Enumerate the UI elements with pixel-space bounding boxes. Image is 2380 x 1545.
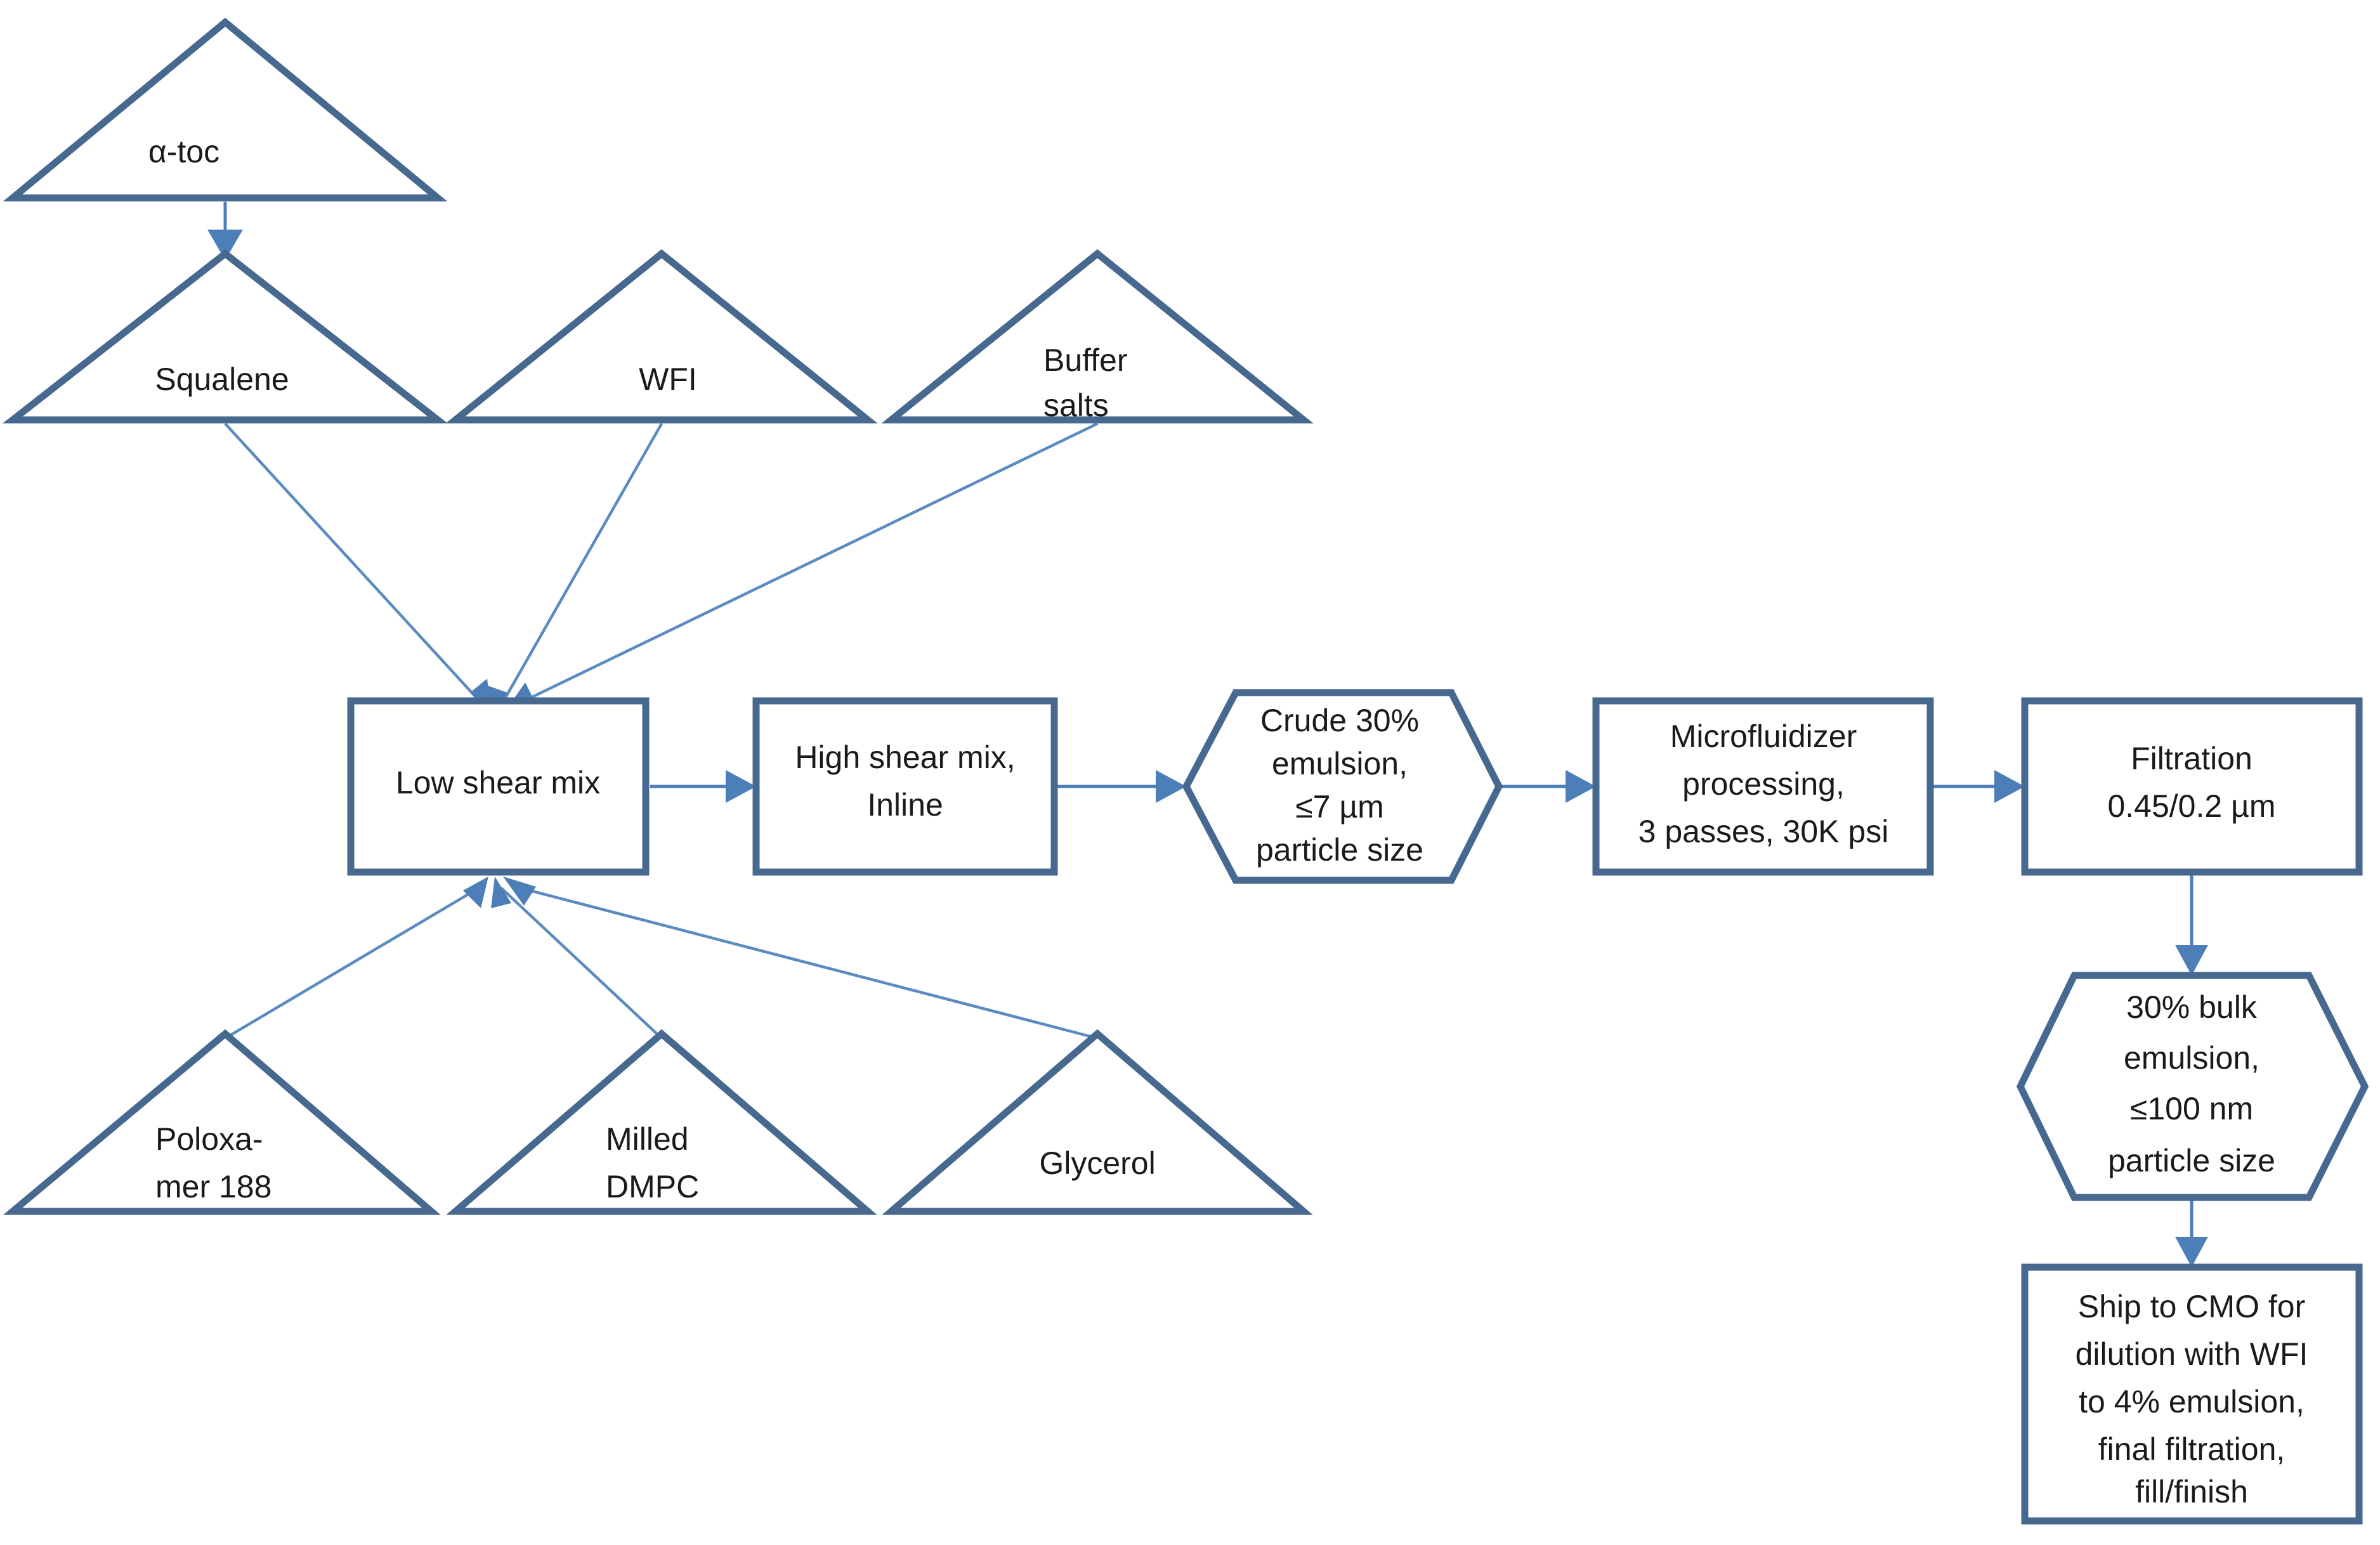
triangle-glycerol[interactable]: Glycerol <box>882 1029 1313 1215</box>
connector-bulk-emulsion-to-ship-to-cmo <box>2175 1192 2208 1267</box>
triangle-milled-dmpc-label-line-2: DMPC <box>606 1169 699 1204</box>
process-box-high-shear-mix-label-line-2: Inline <box>867 787 943 823</box>
hexagon-bulk-emulsion[interactable]: 30% bulk emulsion, ≤100 nm particle size <box>2016 972 2369 1201</box>
triangle-wfi-label: WFI <box>639 362 697 397</box>
triangle-squalene-label: Squalene <box>155 362 289 397</box>
process-box-filtration-label-line-1: Filtration <box>2131 741 2252 776</box>
connector-wfi-to-low-shear-mix <box>486 422 663 715</box>
triangle-buffer-salts-label-line-2: salts <box>1043 388 1109 423</box>
connector-milled-dmpc-to-low-shear-mix <box>491 877 663 1040</box>
connector-high-shear-to-crude-emulsion <box>1055 770 1186 803</box>
connector-crude-emulsion-to-microfluidizer <box>1499 770 1596 803</box>
process-box-ship-to-cmo-label-line-1: Ship to CMO for <box>2078 1289 2305 1324</box>
process-box-filtration-label-line-2: 0.45/0.2 µm <box>2107 788 2275 824</box>
triangle-buffer-salts[interactable]: Buffer salts <box>881 249 1314 424</box>
triangle-alpha-toc-label: α-toc <box>148 134 219 169</box>
process-box-ship-to-cmo[interactable]: Ship to CMO for dilution with WFI to 4% … <box>2021 1263 2363 1525</box>
triangle-alpha-toc[interactable]: α-toc <box>3 17 448 202</box>
hexagon-crude-emulsion-label-line-2: emulsion, <box>1272 746 1408 781</box>
hexagon-bulk-emulsion-label-line-3: ≤100 nm <box>2130 1091 2253 1126</box>
process-box-microfluidizer-label-line-3: 3 passes, 30K psi <box>1638 814 1889 849</box>
connector-squalene-to-low-shear-mix <box>224 422 492 715</box>
triangle-buffer-salts-label-line-1: Buffer <box>1043 342 1128 378</box>
triangle-squalene[interactable]: Squalene <box>3 249 448 424</box>
connector-poloxamer-to-low-shear-mix <box>224 877 488 1040</box>
process-box-ship-to-cmo-label-line-4: final filtration, <box>2098 1431 2285 1467</box>
connector-filtration-to-bulk-emulsion <box>2175 869 2208 975</box>
triangle-poloxamer-188-label-line-1: Poloxa- <box>155 1121 263 1157</box>
triangle-milled-dmpc[interactable]: Milled DMPC <box>446 1029 877 1215</box>
connector-glycerol-to-low-shear-mix <box>503 877 1098 1040</box>
hexagon-crude-emulsion-label-line-3: ≤7 µm <box>1295 789 1384 825</box>
process-box-ship-to-cmo-label-line-5: fill/finish <box>2135 1474 2248 1509</box>
process-box-high-shear-mix[interactable]: High shear mix, Inline <box>752 697 1058 876</box>
process-box-low-shear-mix[interactable]: Low shear mix <box>347 697 650 876</box>
hexagon-crude-emulsion-label-line-4: particle size <box>1256 832 1423 868</box>
process-box-low-shear-mix-label: Low shear mix <box>396 765 600 800</box>
connector-microfluidizer-to-filtration <box>1930 770 2025 803</box>
hexagon-crude-emulsion[interactable]: Crude 30% emulsion, ≤7 µm particle size <box>1182 689 1503 884</box>
process-box-high-shear-mix-label-line-1: High shear mix, <box>795 740 1015 775</box>
hexagon-bulk-emulsion-label-line-1: 30% bulk <box>2126 989 2258 1025</box>
connector-buffer-salts-to-low-shear-mix <box>503 422 1098 714</box>
triangle-poloxamer-188-label-line-2: mer 188 <box>155 1169 271 1204</box>
process-box-microfluidizer-label-line-2: processing, <box>1682 766 1845 802</box>
process-box-microfluidizer[interactable]: Microfluidizer processing, 3 passes, 30K… <box>1592 697 1934 876</box>
connector-alpha-toc-to-squalene <box>207 202 243 260</box>
process-box-filtration[interactable]: Filtration 0.45/0.2 µm <box>2021 697 2363 876</box>
triangle-poloxamer-188[interactable]: Poloxa- mer 188 <box>3 1029 441 1215</box>
process-box-microfluidizer-label-line-1: Microfluidizer <box>1670 719 1857 754</box>
hexagon-crude-emulsion-label-line-1: Crude 30% <box>1260 703 1419 738</box>
connector-low-shear-to-high-shear <box>650 770 756 803</box>
triangle-glycerol-label: Glycerol <box>1039 1145 1155 1181</box>
process-box-ship-to-cmo-label-line-3: to 4% emulsion, <box>2079 1384 2305 1419</box>
triangle-wfi[interactable]: WFI <box>445 249 878 424</box>
hexagon-bulk-emulsion-label-line-2: emulsion, <box>2124 1040 2259 1076</box>
triangle-milled-dmpc-label-line-1: Milled <box>606 1121 689 1157</box>
hexagon-bulk-emulsion-label-line-4: particle size <box>2108 1143 2275 1178</box>
process-box-ship-to-cmo-label-line-2: dilution with WFI <box>2076 1336 2308 1372</box>
